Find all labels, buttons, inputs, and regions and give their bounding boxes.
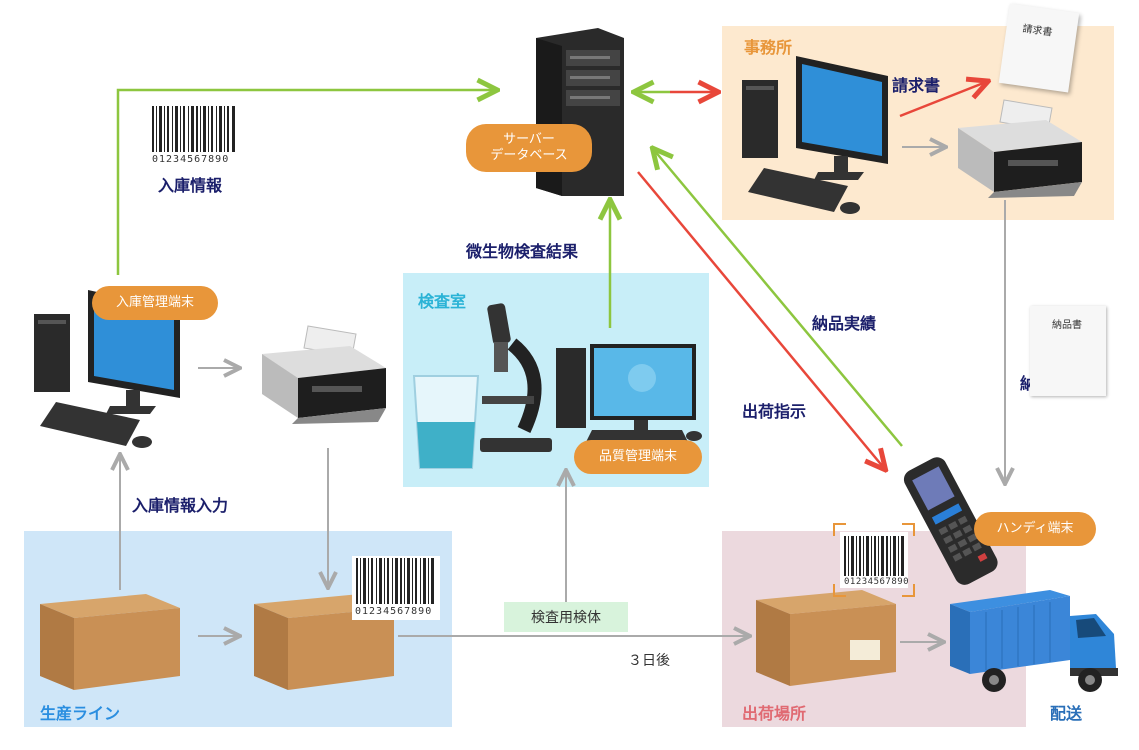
lab-zone-title: 検査室: [418, 292, 467, 311]
delivery-paper-text: 納品書: [1052, 320, 1082, 331]
receiving-barcode-number: 01234567890: [152, 154, 230, 165]
three-days-label: ３日後: [628, 653, 670, 669]
shipping-instruction-label: 出荷指示: [742, 402, 807, 421]
lab-computer-icon: [556, 344, 702, 442]
receiving-printer-icon: [262, 325, 386, 424]
arrow-to-invoice: [899, 82, 986, 118]
arrow-shipping-instruction: [637, 171, 884, 468]
barcode-icon: [152, 106, 235, 152]
invoice-paper-text: 請求書: [1021, 23, 1053, 39]
office-computer-icon: [742, 56, 888, 214]
receiving-barcode: 01234567890: [148, 106, 242, 168]
delivery-label: 配送: [1050, 704, 1083, 723]
handy-terminal-pill: ハンディ端末: [974, 512, 1096, 546]
inspection-sample-text: 検査用検体: [531, 610, 601, 626]
invoice-paper: 請求書: [998, 3, 1080, 93]
beaker-icon: [412, 375, 480, 469]
shipping-zone-title: 出荷場所: [742, 704, 807, 723]
invoice-label: 請求書: [892, 76, 941, 95]
server-pill-line2: データベース: [490, 148, 568, 163]
quality-terminal-pill: 品質管理端末: [574, 440, 702, 474]
delivery-paper: 納品書: [1030, 306, 1106, 396]
receiving-terminal-pill: 入庫管理端末: [92, 286, 218, 320]
barcode-icon: [356, 558, 434, 604]
shipping-box-icon: [756, 590, 896, 686]
shipping-barcode-number: 01234567890: [844, 577, 910, 587]
box-barcode: 01234567890: [352, 556, 440, 620]
box-barcode-number: 01234567890: [355, 606, 433, 617]
server-icon: [536, 28, 624, 196]
truck-icon: [950, 590, 1118, 692]
scan-frame-icon: [833, 523, 915, 597]
inspection-sample-label: 検査用検体: [504, 602, 628, 632]
production-zone-title: 生産ライン: [40, 704, 121, 723]
micro-results-label: 微生物検査結果: [466, 242, 579, 261]
arrow-delivery-record: [654, 150, 903, 447]
server-pill: サーバー データベース: [466, 124, 592, 172]
box-icon: [254, 594, 394, 690]
arrow-receiving-to-server: [116, 90, 495, 275]
delivery-record-label: 納品実績: [812, 314, 877, 333]
receiving-info-label: 入庫情報: [158, 176, 223, 195]
office-zone-title: 事務所: [744, 38, 793, 57]
shipping-barcode: 01234567890: [832, 522, 916, 598]
receiving-input-label: 入庫情報入力: [132, 496, 229, 515]
office-printer-icon: [958, 99, 1082, 198]
handy-terminal-icon: [903, 457, 998, 585]
server-pill-line1: サーバー: [503, 131, 555, 147]
microscope-icon: [480, 303, 552, 452]
box-icon: [40, 594, 180, 690]
